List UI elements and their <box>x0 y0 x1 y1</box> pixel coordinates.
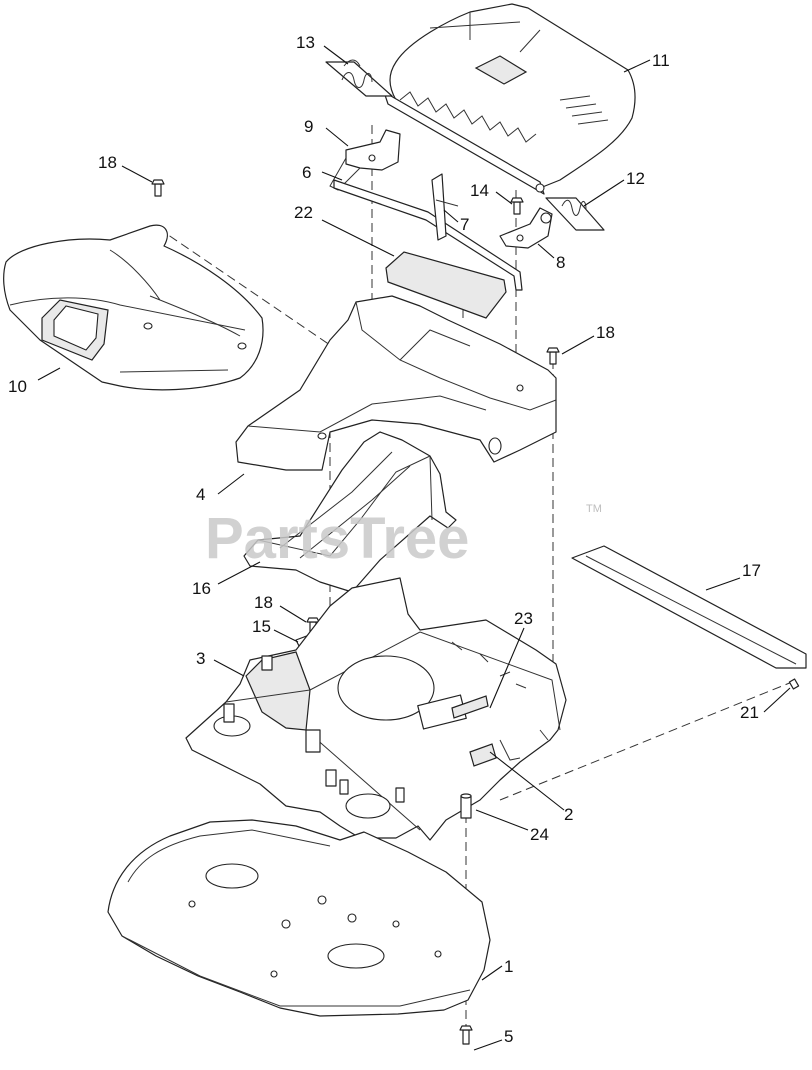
part-16-chute <box>243 431 457 593</box>
part-24-spacer <box>460 793 472 819</box>
callout-7: 7 <box>460 215 469 234</box>
callout-17: 17 <box>742 561 761 580</box>
callout-15: 15 <box>252 617 271 636</box>
callout-18-right: 18 <box>596 323 615 342</box>
leader-lines <box>37 45 791 1051</box>
callout-1: 1 <box>504 957 513 976</box>
part-2-decal <box>469 743 497 767</box>
callout-10: 10 <box>8 377 27 396</box>
callout-18-top: 18 <box>98 153 117 172</box>
callout-23: 23 <box>514 609 533 628</box>
watermark: PartsTree TM <box>205 503 602 571</box>
part-23-decal <box>451 695 489 719</box>
part-3-main-frame <box>185 577 567 841</box>
callout-12: 12 <box>626 169 645 188</box>
part-6-rod <box>333 179 523 291</box>
callout-3: 3 <box>196 649 205 668</box>
part-18-screw-top <box>151 179 165 197</box>
part-22-pad <box>385 251 507 319</box>
callout-13: 13 <box>296 33 315 52</box>
callout-16: 16 <box>192 579 211 598</box>
part-12-spring <box>545 197 605 231</box>
callout-8: 8 <box>556 253 565 272</box>
part-13-spring <box>325 59 393 97</box>
callout-9: 9 <box>304 117 313 136</box>
part-8-bracket <box>499 207 553 249</box>
part-5-bolt <box>459 1025 473 1045</box>
callout-24: 24 <box>530 825 549 844</box>
part-17-trim-strip <box>571 545 807 669</box>
part-21-screw <box>788 678 800 690</box>
callout-6: 6 <box>302 163 311 182</box>
callout-5: 5 <box>504 1027 513 1046</box>
callout-labels: 13 11 9 6 18 14 12 7 22 8 10 18 4 16 17 … <box>8 33 761 1046</box>
callout-22: 22 <box>294 203 313 222</box>
callout-18-mid: 18 <box>254 593 273 612</box>
watermark-text: PartsTree <box>205 506 469 571</box>
callout-14: 14 <box>470 181 489 200</box>
part-10-front-cover <box>3 224 264 391</box>
callout-4: 4 <box>196 485 205 504</box>
callout-21: 21 <box>740 703 759 722</box>
part-18-screw-right <box>546 347 560 365</box>
callout-11: 11 <box>652 51 670 70</box>
callout-2: 2 <box>564 805 573 824</box>
watermark-tm: TM <box>586 503 602 515</box>
part-14-screw <box>510 197 524 215</box>
part-7-strap <box>431 173 459 241</box>
part-9-bracket <box>329 129 401 191</box>
part-4-shroud <box>235 295 557 471</box>
part-11-top-console <box>383 3 636 195</box>
part-1-deck <box>107 819 491 1017</box>
